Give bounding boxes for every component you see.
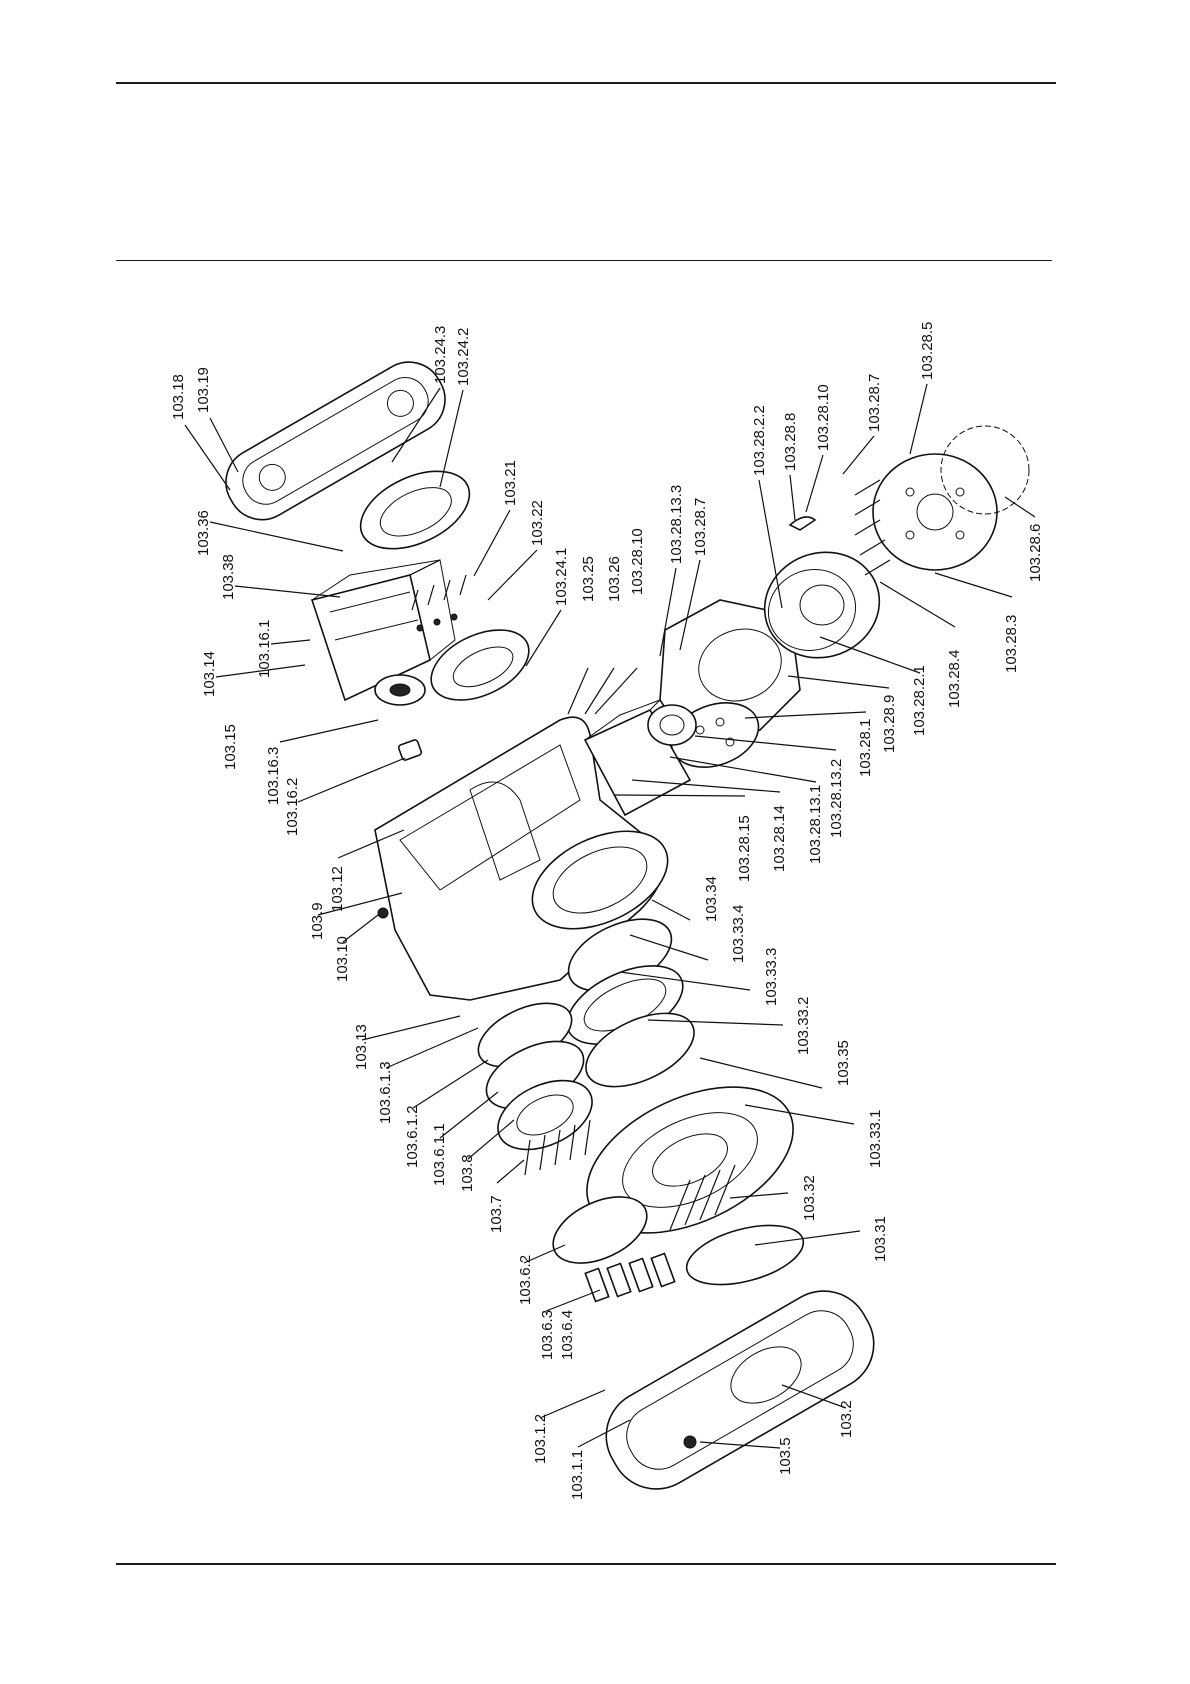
label-103-33-4: 103.33.4 [730,905,747,963]
plug-part [683,1435,697,1449]
bolt-cluster-part [669,1164,736,1231]
label-103-28-13-3: 103.28.13.3 [668,485,685,564]
label-103-28-13-2: 103.28.13.2 [828,759,845,838]
label-103-35: 103.35 [835,1040,852,1086]
label-103-33-2: 103.33.2 [795,997,812,1055]
label-103-28-2-1: 103.28.2.1 [911,665,928,736]
label-103-28-15: 103.28.15 [736,815,753,882]
label-103-10: 103.10 [334,936,351,982]
label-103-6-3: 103.6.3 [539,1310,556,1360]
motor-block-part [310,559,456,706]
label-103-28-9: 103.28.9 [881,695,898,753]
label-103-6-1-1: 103.6.1.1 [431,1123,448,1186]
gear-set-part [477,1002,593,1151]
label-103-2: 103.2 [838,1400,855,1438]
bearing-ring-part [359,470,471,550]
label-103-28-10-a: 103.28.10 [629,528,646,595]
label-103-28-2-2: 103.28.2.2 [751,405,768,476]
label-103-33-1: 103.33.1 [867,1110,884,1168]
label-103-31: 103.31 [872,1216,889,1262]
parts-drawing [225,361,1030,1490]
label-103-9: 103.9 [309,902,326,940]
top-rule [116,82,1056,84]
label-103-28-7-a: 103.28.7 [692,498,709,556]
upper-cover-part [225,361,446,521]
bottom-rule [116,1563,1056,1565]
label-103-6-1-2: 103.6.1.2 [404,1105,421,1168]
nipple-part [397,739,423,761]
screw-group-part [584,1252,676,1303]
label-103-6-1-3: 103.6.1.3 [377,1061,394,1124]
main-housing-part [374,716,669,1001]
label-103-12: 103.12 [329,866,346,912]
label-103-28-3: 103.28.3 [1003,615,1020,673]
label-103-28-6: 103.28.6 [1027,524,1044,582]
label-103-22: 103.22 [529,500,546,546]
label-103-1-1: 103.1.1 [569,1450,586,1500]
label-103-5: 103.5 [777,1437,794,1475]
lower-cover-part [605,1290,875,1490]
label-103-24-3: 103.24.3 [432,326,449,384]
bolt-ring-part [940,425,1030,515]
label-103-6-4: 103.6.4 [559,1310,576,1360]
label-103-28-4: 103.28.4 [946,650,963,708]
screws-upper [411,574,467,632]
label-103-15: 103.15 [222,724,239,770]
label-103-21: 103.21 [502,460,519,506]
label-103-16-2: 103.16.2 [284,778,301,836]
label-103-8: 103.8 [459,1154,476,1192]
label-103-28-7-b: 103.28.7 [866,374,883,432]
callout-labels: 103.18 103.19 103.24.3 103.24.2 103.36 1… [170,322,1044,1500]
label-103-28-1: 103.28.1 [857,719,874,777]
flange-part [430,629,530,701]
output-disk-part [872,453,998,571]
label-103-32: 103.32 [801,1175,818,1221]
label-103-14: 103.14 [201,651,218,697]
label-103-19: 103.19 [195,367,212,413]
leader-lines [184,383,1036,1449]
label-103-34: 103.34 [703,876,720,922]
header-rule [116,260,1052,261]
bolt-row-part [524,1119,591,1176]
label-103-36: 103.36 [195,510,212,556]
label-103-7: 103.7 [488,1195,505,1233]
plate-part [685,1224,805,1286]
label-103-16-1: 103.16.1 [256,620,273,678]
label-103-25: 103.25 [580,556,597,602]
label-103-6-2: 103.6.2 [517,1255,534,1305]
label-103-16-3: 103.16.3 [265,747,282,805]
label-103-28-13-1: 103.28.13.1 [807,785,824,864]
gear-disk-part [763,551,881,659]
small-disk-part [552,1196,648,1264]
label-103-1-2: 103.1.2 [532,1414,549,1464]
label-103-28-5: 103.28.5 [919,322,936,380]
seal-rings-part [566,918,695,1088]
label-103-24-2: 103.24.2 [455,328,472,386]
label-103-28-14: 103.28.14 [771,805,788,872]
label-103-28-8: 103.28.8 [782,413,799,471]
label-103-38: 103.38 [220,554,237,600]
label-103-18: 103.18 [170,374,187,420]
bolts-column [854,479,891,576]
label-103-26: 103.26 [606,556,623,602]
clip-part [788,516,817,531]
label-103-13: 103.13 [353,1024,370,1070]
label-103-24-1: 103.24.1 [553,548,570,606]
axis-motor-part [583,699,697,817]
label-103-28-10-b: 103.28.10 [815,384,832,451]
label-103-33-3: 103.33.3 [763,948,780,1006]
